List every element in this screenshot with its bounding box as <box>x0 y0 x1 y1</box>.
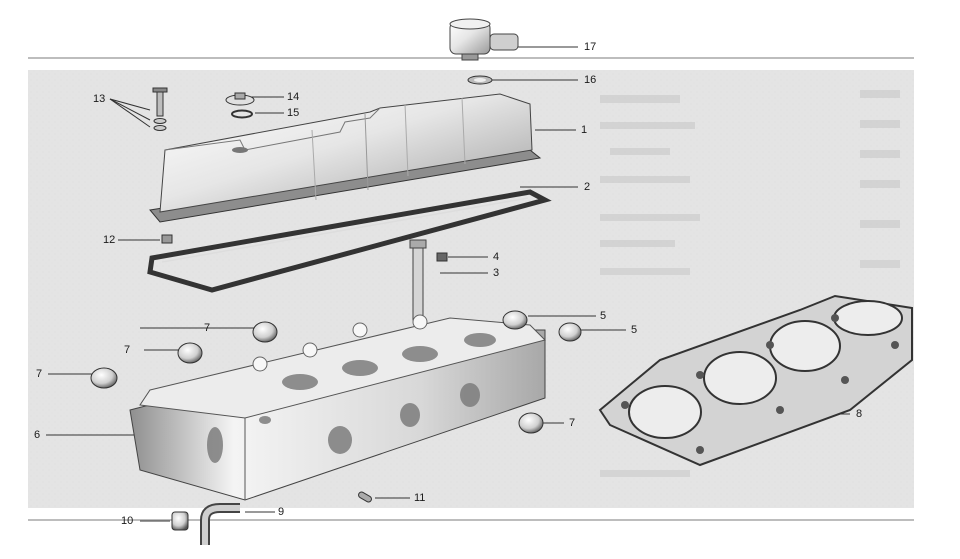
cap-seal <box>231 109 253 119</box>
stud-nut <box>436 252 448 262</box>
oil-filler-cap <box>449 18 519 61</box>
dowel-pin <box>358 491 372 503</box>
callout-5a: 5 <box>600 310 607 322</box>
callout-12: 12 <box>103 234 116 246</box>
callout-5b: 5 <box>631 324 638 336</box>
callout-6: 6 <box>34 429 41 441</box>
sleeve <box>171 511 189 531</box>
elbow-pipe <box>200 503 240 545</box>
callout-7a: 7 <box>204 322 211 334</box>
head-gasket <box>598 294 913 467</box>
callout-13: 13 <box>93 93 106 105</box>
expansion-plug-large <box>558 322 582 342</box>
valve-cover-gasket <box>147 189 552 293</box>
callout-4: 4 <box>493 251 500 263</box>
filler-seal <box>467 75 493 85</box>
breather-cap <box>225 92 255 106</box>
bolt-and-washers <box>152 87 168 131</box>
expansion-plug <box>177 342 203 364</box>
expansion-plug <box>252 321 278 343</box>
callout-14: 14 <box>287 91 300 103</box>
valve-cover <box>149 93 542 223</box>
callout-8: 8 <box>856 408 863 420</box>
callout-9: 9 <box>278 506 285 518</box>
callout-10: 10 <box>121 515 134 527</box>
clip <box>161 234 173 244</box>
callout-16: 16 <box>584 74 597 86</box>
callout-17: 17 <box>584 41 597 53</box>
callout-15: 15 <box>287 107 300 119</box>
callout-7b: 7 <box>124 344 131 356</box>
callout-7d: 7 <box>569 417 576 429</box>
callout-11: 11 <box>414 492 426 504</box>
expansion-plug-large <box>502 310 528 330</box>
expansion-plug <box>90 367 118 389</box>
callout-7c: 7 <box>36 368 43 380</box>
callout-1: 1 <box>581 124 588 136</box>
callout-2: 2 <box>584 181 591 193</box>
cylinder-head <box>129 314 546 501</box>
callout-3: 3 <box>493 267 500 279</box>
expansion-plug <box>518 412 544 434</box>
